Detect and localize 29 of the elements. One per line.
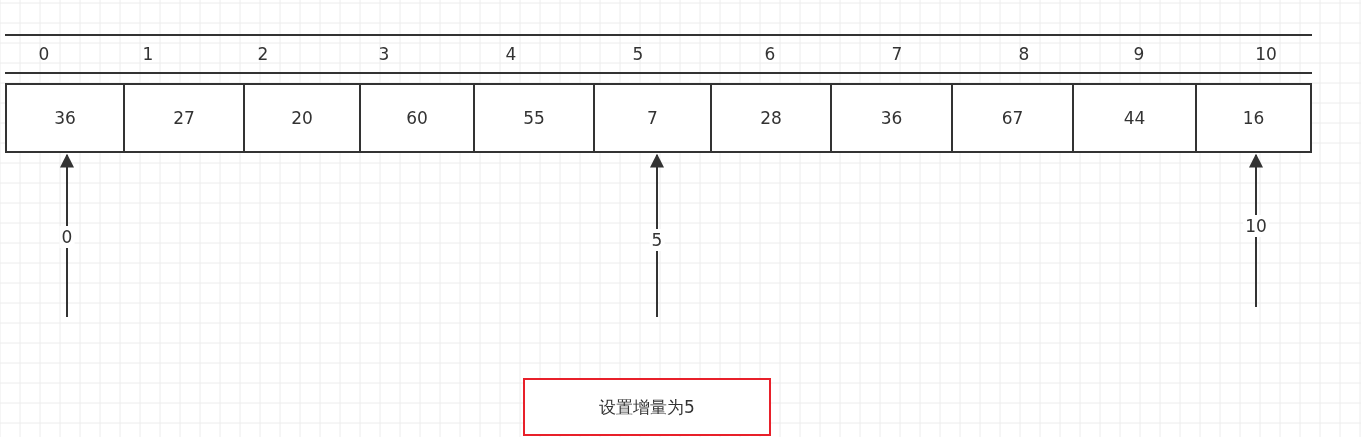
note-box: 设置增量为5 xyxy=(523,378,771,436)
index-label: 10 xyxy=(1255,44,1277,64)
index-label: 4 xyxy=(505,44,517,64)
array-cell: 60 xyxy=(359,83,475,153)
edge-label: 0 xyxy=(59,226,75,248)
array-cell: 28 xyxy=(710,83,832,153)
arrow xyxy=(60,153,74,318)
index-label: 1 xyxy=(142,44,154,64)
array-cell: 36 xyxy=(5,83,125,153)
arrow xyxy=(1249,153,1263,308)
index-label: 2 xyxy=(257,44,269,64)
array-cell: 44 xyxy=(1072,83,1197,153)
array-cell: 27 xyxy=(123,83,245,153)
index-label: 8 xyxy=(1018,44,1030,64)
array-cell: 20 xyxy=(243,83,361,153)
index-label: 7 xyxy=(891,44,903,64)
index-label: 5 xyxy=(632,44,644,64)
index-label: 0 xyxy=(38,44,50,64)
index-label: 9 xyxy=(1133,44,1145,64)
index-label: 3 xyxy=(378,44,390,64)
edge-label: 10 xyxy=(1243,215,1269,237)
index-label: 6 xyxy=(764,44,776,64)
array-cell: 67 xyxy=(951,83,1074,153)
array-cell: 7 xyxy=(593,83,712,153)
array-cell: 55 xyxy=(473,83,595,153)
arrow xyxy=(650,153,664,318)
edge-label: 5 xyxy=(649,229,665,251)
array-cell: 16 xyxy=(1195,83,1312,153)
array-cell: 36 xyxy=(830,83,953,153)
